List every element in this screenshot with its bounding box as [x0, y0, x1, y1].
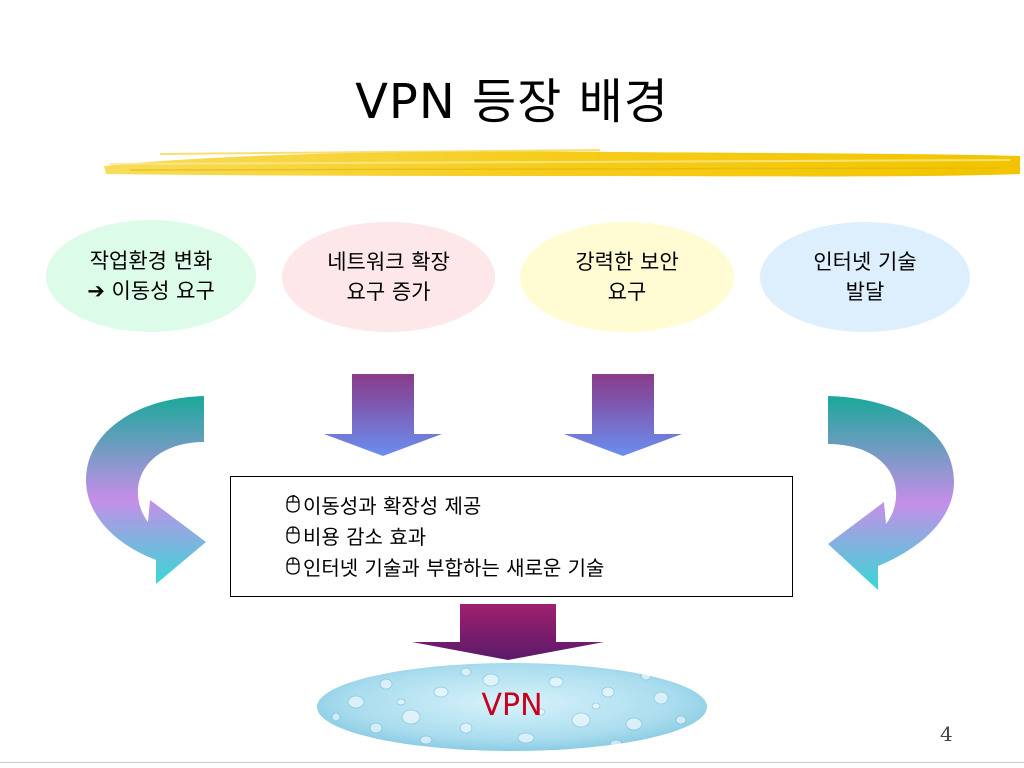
summary-box: 이동성과 확장성 제공 비용 감소 효과 인터넷 기술과 부합하는 새로운 기술: [230, 476, 793, 597]
down-arrow-to-vpn: [412, 604, 604, 660]
footer-divider: [0, 762, 1024, 763]
list-item: 비용 감소 효과: [283, 523, 426, 553]
factor-label-line2-wrap: ➔ 이동성 요구: [87, 276, 215, 306]
list-item: 인터넷 기술과 부합하는 새로운 기술: [283, 554, 604, 584]
slide-title: VPN 등장 배경: [355, 74, 669, 130]
factor-label-line2: 요구 증가: [346, 280, 431, 304]
factor-label-line1: 작업환경 변화: [89, 249, 213, 273]
mouse-icon: [283, 494, 303, 522]
factor-work-environment: 작업환경 변화 ➔ 이동성 요구: [46, 220, 256, 332]
vpn-ellipse: [317, 663, 707, 751]
mouse-icon: [283, 556, 303, 584]
down-arrow-left: [324, 374, 442, 456]
factor-network-expansion: 네트워크 확장 요구 증가: [282, 222, 495, 332]
factor-internet-tech: 인터넷 기술 발달: [760, 222, 970, 332]
factor-label-line2: 요구: [607, 280, 647, 304]
summary-item-text: 이동성과 확장성 제공: [303, 494, 482, 518]
summary-item-text: 비용 감소 효과: [303, 525, 427, 549]
factor-label-line1: 강력한 보안: [575, 250, 679, 274]
highlighter-stroke: [104, 149, 1020, 177]
mouse-icon: [283, 525, 303, 553]
factor-label-line1: 네트워크 확장: [327, 250, 450, 274]
curved-arrow-right: [828, 396, 954, 590]
curved-arrow-left: [86, 396, 206, 584]
page-number: 4: [940, 722, 953, 746]
factor-label-line2: 이동성 요구: [111, 279, 215, 303]
right-arrow-icon: ➔: [87, 279, 105, 303]
factor-security: 강력한 보안 요구: [520, 222, 734, 332]
vpn-label: VPN: [481, 688, 543, 723]
factor-label-line2: 발달: [845, 280, 885, 304]
summary-item-text: 인터넷 기술과 부합하는 새로운 기술: [303, 556, 605, 580]
list-item: 이동성과 확장성 제공: [283, 492, 481, 522]
factor-label-line1: 인터넷 기술: [813, 250, 917, 274]
down-arrow-right: [564, 374, 682, 456]
